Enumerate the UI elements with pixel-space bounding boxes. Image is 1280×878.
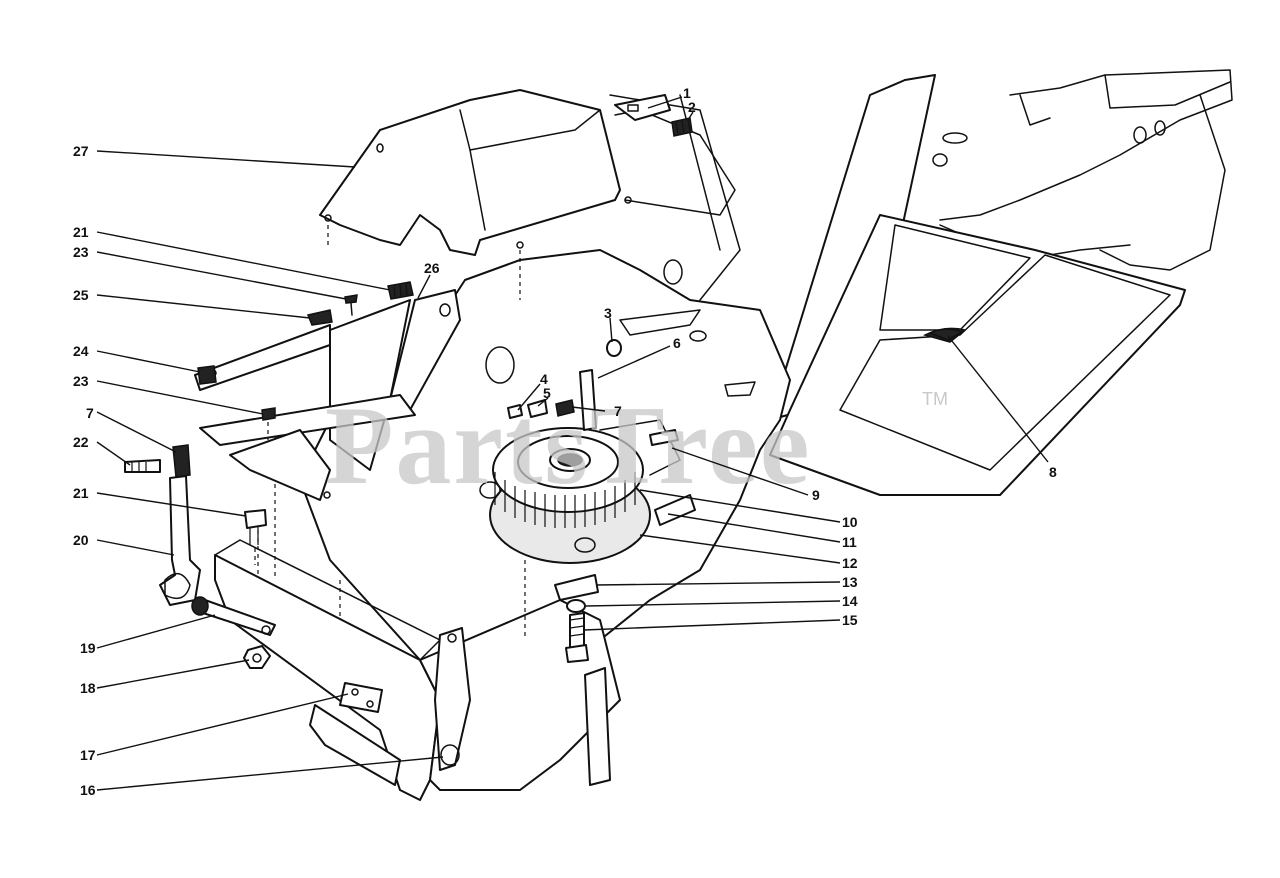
callout-19: 19 [80,640,96,656]
part-23-screw-mid [261,407,276,440]
watermark-text: PartsTree [325,384,812,508]
part-16-hitch [434,627,471,771]
callout-13: 13 [842,574,858,590]
leader-lines [96,96,1049,791]
part-22-bolt [124,459,161,473]
part-25-clip [306,309,333,326]
callout-14: 14 [842,593,858,609]
callout-24: 24 [73,343,89,359]
callout-6: 6 [673,335,681,351]
callout-7-wire: 7 [614,403,622,419]
callout-21-top: 21 [73,224,89,240]
front-panel [214,420,621,801]
part-21-bolt-top [387,281,414,300]
part-15-bolt [565,612,589,663]
part-10-clutch [479,427,651,564]
callout-10: 10 [842,514,858,530]
callout-7-spring: 7 [86,405,94,421]
part-20-lever [159,475,201,606]
callout-2: 2 [688,99,696,115]
callout-21-lower: 21 [73,485,89,501]
callout-8: 8 [1049,464,1057,480]
callout-15: 15 [842,612,858,628]
part-14-washer [566,599,586,613]
part-24-bracket [194,324,416,501]
callout-18: 18 [80,680,96,696]
callout-20: 20 [73,532,89,548]
part-9-wire [599,419,681,476]
callout-17: 17 [80,747,96,763]
part-7-spring-left [172,444,191,478]
callout-12: 12 [842,555,858,571]
callout-9: 9 [812,487,820,503]
callout-23-mid: 23 [73,373,89,389]
callout-16: 16 [80,782,96,798]
callout-23-top: 23 [73,244,89,260]
part-3-grommet [606,339,622,357]
part-19-link [191,596,276,636]
part-27-belt-guard [319,89,736,300]
callout-11: 11 [842,534,857,550]
part-8-opening [928,328,964,341]
part-11-bracket [654,494,696,526]
part-17-bracket [339,682,383,713]
callout-3: 3 [604,305,612,321]
callout-25: 25 [73,287,89,303]
part-18-nut [243,645,271,669]
part-7-wire-clip [555,399,575,417]
part-23-screw-top [344,294,358,316]
part-26-guard-plate [329,289,461,471]
part-21-bolt-lower [244,509,267,565]
part-6-key [579,369,597,431]
callout-4: 4 [540,371,548,387]
callouts: 1 2 3 4 5 6 7 7 8 9 10 11 12 13 14 15 16… [73,85,1057,798]
part-4-connector [507,404,523,419]
watermark-trademark: TM [922,389,948,409]
callout-1: 1 [683,85,691,101]
callout-5: 5 [543,385,551,401]
callout-26: 26 [424,260,440,276]
part-5-clip [527,399,548,418]
callout-27: 27 [73,143,89,159]
part-13-washer [554,574,599,601]
footrest-right [769,214,1186,496]
watermark: PartsTree TM [325,384,948,508]
part-24-nut [197,365,217,385]
part-1-bracket [614,94,671,121]
part-2-bolt [671,117,693,137]
callout-22: 22 [73,434,89,450]
